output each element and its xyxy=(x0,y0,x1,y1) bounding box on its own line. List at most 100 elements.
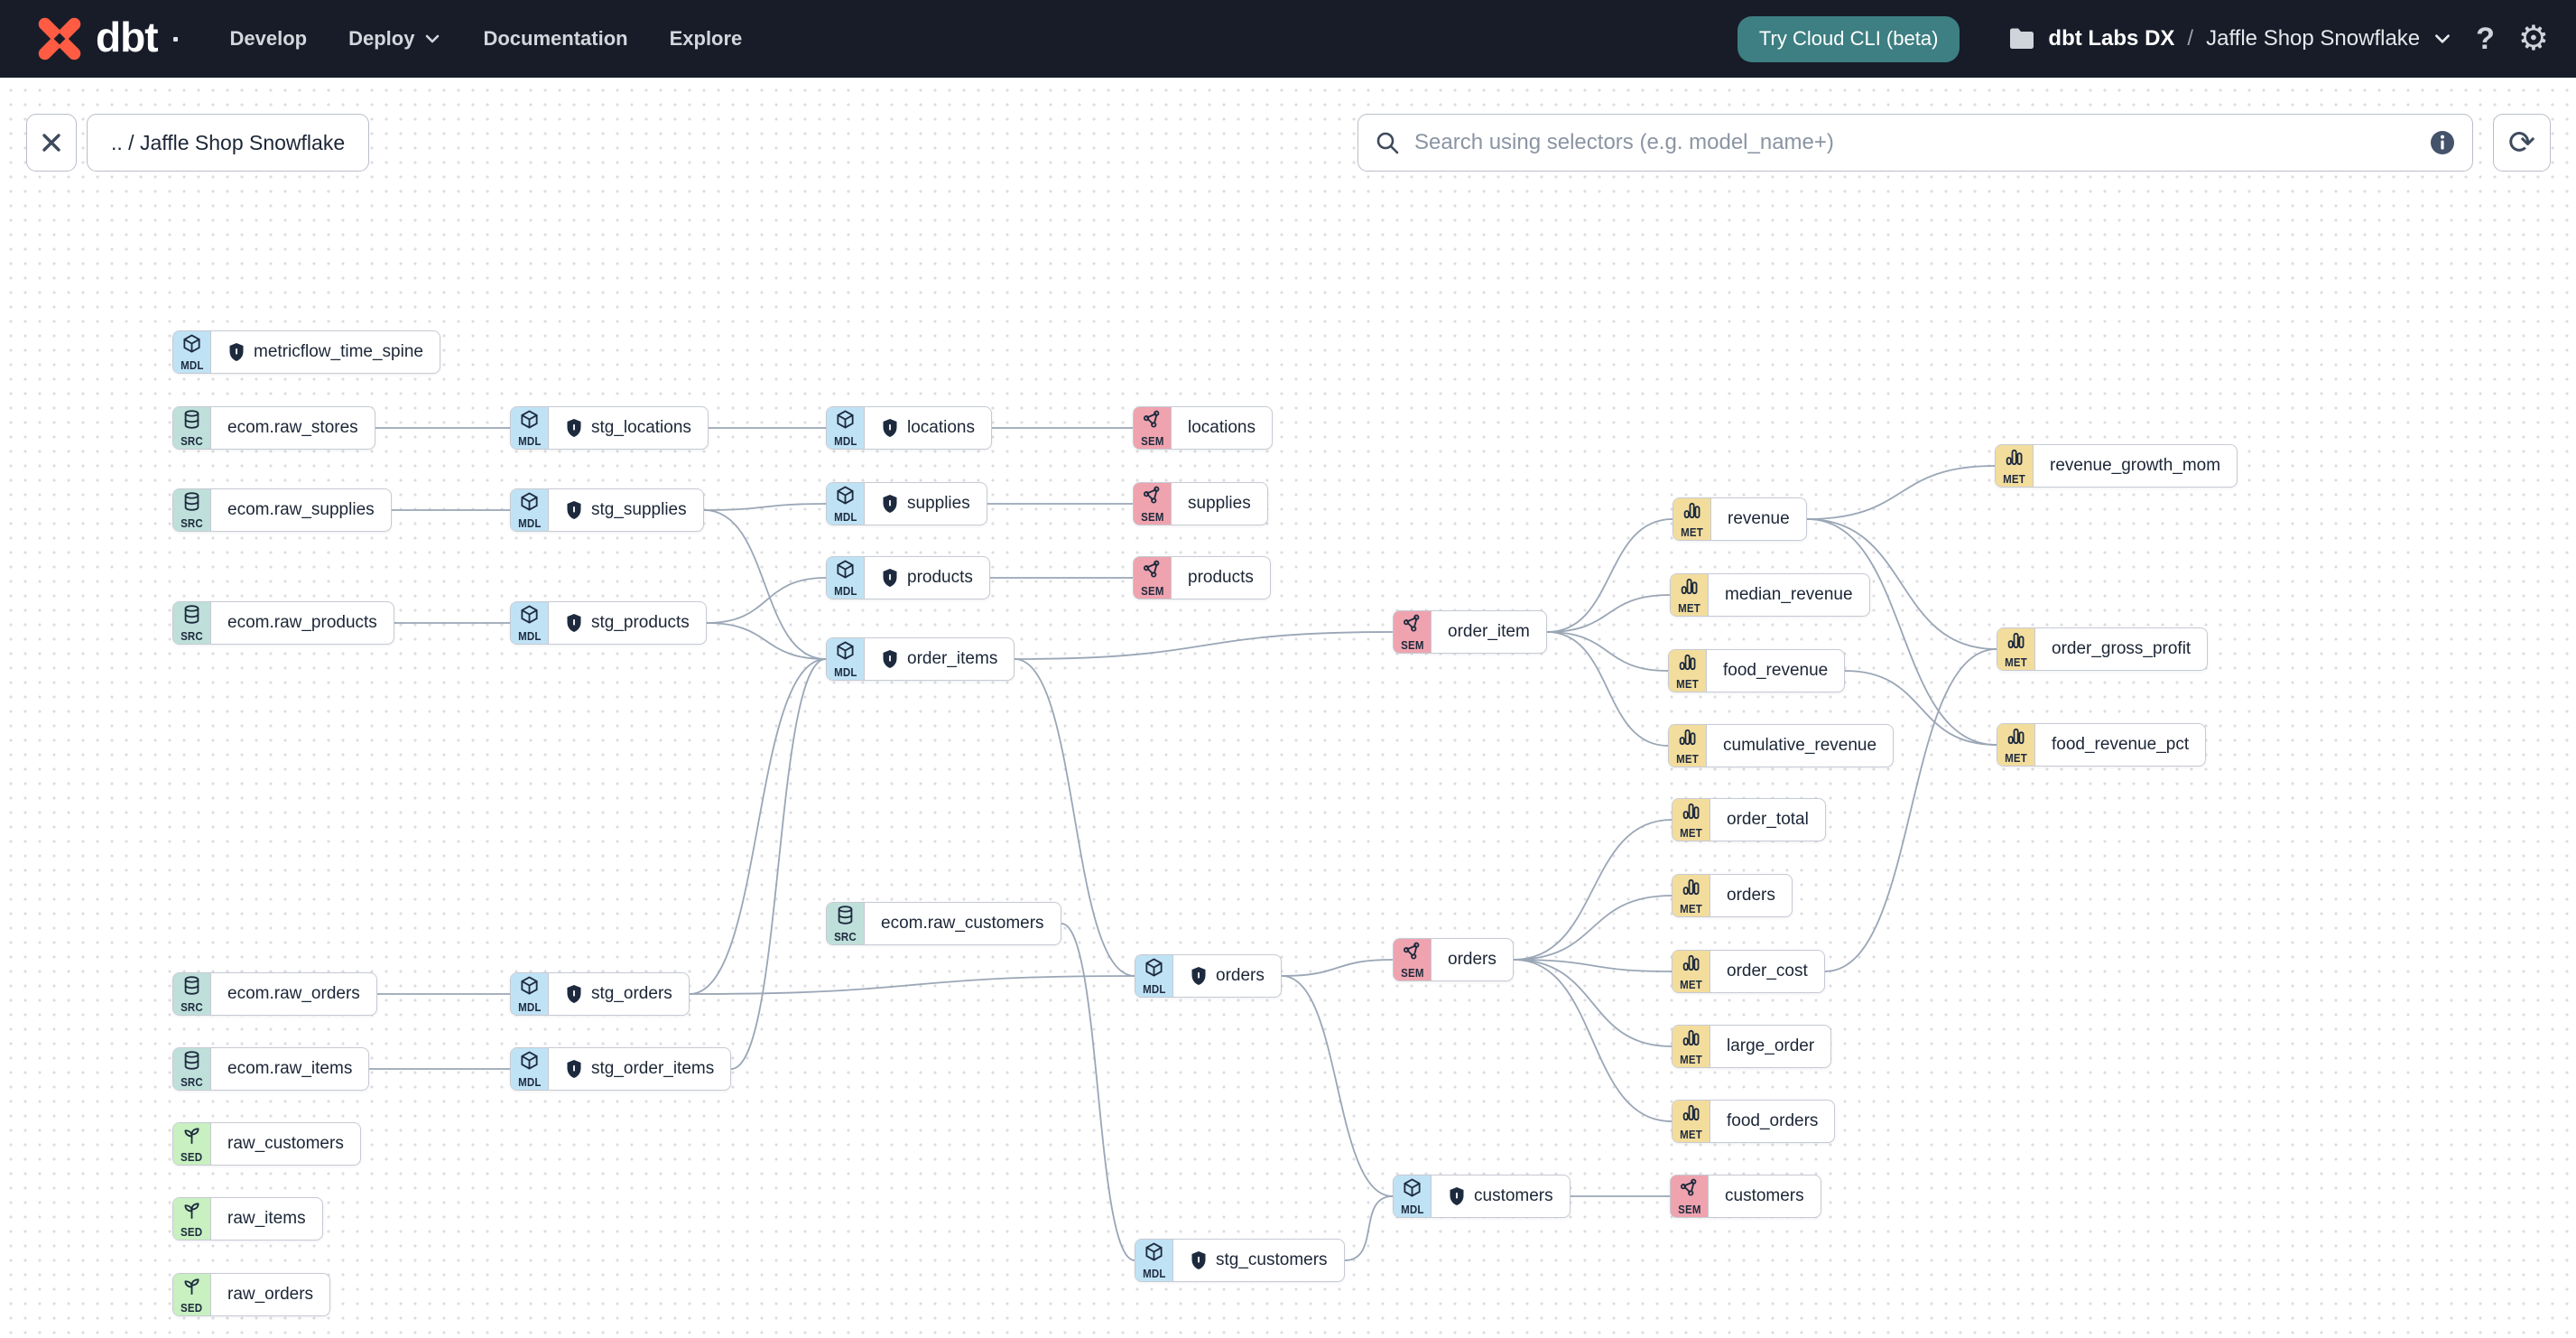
node-type-chip: SRC xyxy=(173,602,211,644)
account-name: dbt Labs DX xyxy=(2048,26,2175,51)
contract-shield-icon xyxy=(567,614,581,632)
node-type-chip: MET xyxy=(1673,951,1710,992)
metric-bars-icon xyxy=(1682,500,1702,525)
node-met_order_cost[interactable]: MET order_cost xyxy=(1672,950,1825,993)
nav-item-develop[interactable]: Develop xyxy=(229,27,308,50)
try-cloud-cli-button[interactable]: Try Cloud CLI (beta) xyxy=(1737,15,1960,62)
node-label: food_revenue_pct xyxy=(2052,735,2190,754)
dbt-logo[interactable]: dbt xyxy=(36,15,178,62)
lineage-edge xyxy=(730,658,827,1070)
nav-menu: Develop Deploy Documentation Explore xyxy=(230,27,743,51)
nav-item-documentation[interactable]: Documentation xyxy=(483,27,628,50)
lineage-edge xyxy=(1061,923,1135,1261)
nav-item-explore[interactable]: Explore xyxy=(669,27,743,50)
metric-bars-icon xyxy=(1677,727,1698,752)
node-body: order_cost xyxy=(1710,951,1824,992)
node-src_raw_customers[interactable]: SRC ecom.raw_customers xyxy=(826,902,1061,945)
node-label: ecom.raw_customers xyxy=(881,914,1044,933)
node-type-chip: MET xyxy=(1671,574,1709,616)
node-type-chip: MET xyxy=(1673,799,1710,841)
search-input[interactable] xyxy=(1413,129,2429,156)
nav-item-deploy[interactable]: Deploy xyxy=(348,27,441,51)
help-icon[interactable]: ? xyxy=(2476,21,2495,56)
node-type-chip: SRC xyxy=(173,407,211,449)
refresh-lineage-button[interactable]: ⟳ xyxy=(2493,114,2551,172)
node-type-badge: SRC xyxy=(181,434,203,448)
project-switcher[interactable]: dbt Labs DX / Jaffle Shop Snowflake xyxy=(2008,26,2452,51)
lineage-edge xyxy=(1014,658,1135,977)
node-type-chip: MET xyxy=(1673,498,1711,540)
node-type-chip: MET xyxy=(1669,725,1707,767)
contract-shield-icon xyxy=(883,650,897,668)
node-type-badge: SRC xyxy=(181,629,203,643)
settings-gear-icon[interactable]: ⚙ xyxy=(2517,20,2549,58)
node-type-badge: MDL xyxy=(517,516,542,530)
cube-icon xyxy=(1144,957,1164,982)
node-body: stg_order_items xyxy=(549,1048,730,1090)
node-type-badge: SEM xyxy=(1400,638,1424,652)
lineage-canvas[interactable]: .. / Jaffle Shop Snowflake ⟳ MDLmetricfl… xyxy=(0,78,2576,1338)
lineage-edge xyxy=(689,975,1135,995)
cube-icon xyxy=(835,640,856,665)
node-type-chip: MDL xyxy=(1394,1175,1432,1217)
contract-shield-icon xyxy=(229,343,244,361)
node-type-chip: SRC xyxy=(827,903,865,944)
dbt-logo-icon xyxy=(38,17,81,60)
node-label: order_cost xyxy=(1727,962,1808,980)
node-met_order_total[interactable]: MET order_total xyxy=(1672,798,1826,841)
contract-shield-icon xyxy=(883,419,897,437)
lineage-edge xyxy=(1806,518,1997,650)
node-type-badge: SEM xyxy=(1400,966,1424,980)
node-type-badge: SED xyxy=(181,1150,203,1164)
chevron-down-icon xyxy=(2435,34,2451,43)
lineage-edge xyxy=(689,658,827,995)
node-body: ecom.raw_orders xyxy=(211,973,376,1015)
node-label: customers xyxy=(1725,1186,1804,1205)
node-type-badge: SEM xyxy=(1140,510,1164,524)
info-icon[interactable] xyxy=(2429,129,2456,156)
close-lineage-button[interactable] xyxy=(26,114,77,172)
node-body: revenue xyxy=(1711,498,1806,540)
node-type-chip: MET xyxy=(1997,628,2035,670)
node-label: order_total xyxy=(1727,810,1809,829)
lineage-breadcrumb[interactable]: .. / Jaffle Shop Snowflake xyxy=(87,114,370,172)
database-icon xyxy=(181,409,202,434)
